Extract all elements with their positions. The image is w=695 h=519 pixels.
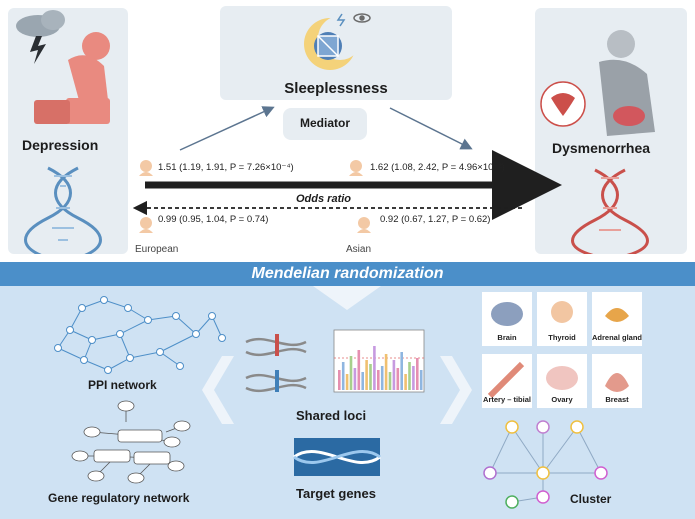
locus-bar — [408, 362, 411, 390]
target-genes-label: Target genes — [296, 486, 376, 501]
shared-loci-label: Shared loci — [296, 408, 367, 423]
ovary-icon — [546, 366, 578, 390]
sleepless-person-icon — [314, 32, 342, 60]
asia-forward-stat: 1.62 (1.08, 2.42, P = 4.96×10⁻²) — [370, 162, 505, 173]
asian-label: Asian — [346, 244, 372, 255]
gene-regulatory-network-graph — [71, 400, 191, 484]
lightning-icon — [336, 13, 346, 27]
europe-forward-stat: 1.51 (1.19, 1.91, P = 7.26×10⁻⁴) — [158, 162, 294, 173]
locus-bar — [392, 360, 396, 390]
tissue-label-breast: Breast — [605, 395, 629, 404]
locus-bar — [384, 354, 388, 390]
storm-cloud-icon — [16, 10, 65, 64]
artery-icon — [487, 361, 525, 399]
target-genes-icon — [293, 438, 381, 476]
shared-loci-plot — [333, 329, 425, 393]
eye-icon — [353, 13, 371, 23]
arrows-layer — [132, 106, 562, 233]
gene-regulatory-network-label: Gene regulatory network — [48, 491, 190, 505]
locus-bar — [357, 350, 361, 390]
european-avatar-icon — [139, 160, 153, 233]
odds-ratio-label: Odds ratio — [296, 193, 352, 205]
locus-bar — [338, 370, 341, 390]
european-label: European — [135, 244, 179, 255]
locus-bar — [388, 372, 392, 390]
depression-illustration — [16, 10, 110, 254]
exposure-to-mediator-arrow — [179, 106, 275, 151]
asia-reverse-stat: 0.92 (0.67, 1.27, P = 0.62) — [380, 214, 491, 225]
locus-bar — [412, 366, 415, 390]
locus-bar — [345, 374, 349, 390]
tissue-label-brain: Brain — [497, 333, 517, 342]
tissue-label-adrenal: Adrenal gland — [591, 333, 642, 342]
tissue-grid — [482, 292, 642, 408]
locus-bar — [380, 366, 384, 390]
asian-avatar-icon — [349, 160, 371, 233]
dysmenorrhea-label: Dysmenorrhea — [552, 140, 651, 156]
mediator-label: Mediator — [299, 116, 350, 130]
locus-bar — [361, 372, 364, 390]
dna-loci-icon — [245, 334, 307, 393]
uterus-icon — [540, 81, 586, 127]
woman-pain-icon — [599, 30, 655, 136]
depression-label: Depression — [22, 137, 99, 153]
locus-bar — [341, 362, 345, 390]
cluster-label: Cluster — [570, 492, 612, 506]
lower-panel: PPI network Gene regulatory network Shar… — [0, 286, 695, 519]
mr-band: Mendelian randomization — [0, 262, 695, 286]
locus-bar — [396, 368, 400, 390]
dna-helix-red-icon — [571, 168, 649, 254]
brain-icon — [491, 302, 523, 326]
tissue-label-thyroid: Thyroid — [548, 333, 576, 342]
locus-bar — [349, 356, 353, 390]
locus-bar — [377, 370, 380, 390]
thyroid-icon — [551, 301, 573, 323]
europe-reverse-stat: 0.99 (0.95, 1.04, P = 0.74) — [158, 214, 269, 225]
dysmenorrhea-illustration — [540, 30, 655, 254]
locus-bar — [404, 374, 407, 390]
locus-bar — [400, 352, 403, 390]
mediator-box — [283, 108, 367, 140]
dna-helix-icon — [24, 166, 102, 254]
lower-graphics — [54, 286, 642, 509]
ppi-network-graph — [54, 296, 226, 374]
chevron-left-icon — [202, 356, 234, 424]
locus-bar — [416, 358, 419, 390]
mediator-to-outcome-arrow — [389, 107, 473, 150]
chevron-down-icon — [313, 286, 381, 310]
tissue-label-ovary: Ovary — [551, 395, 573, 404]
sleeplessness-label: Sleeplessness — [284, 80, 388, 97]
locus-bar — [373, 346, 376, 390]
tissue-label-artery: Artery – tibial — [483, 395, 531, 404]
locus-bar — [353, 368, 357, 390]
ppi-network-label: PPI network — [88, 378, 157, 392]
locus-bar — [369, 364, 372, 390]
breast-icon — [605, 373, 629, 392]
locus-bar — [419, 370, 423, 390]
sad-person-icon — [34, 32, 110, 124]
mr-title: Mendelian randomization — [251, 265, 444, 282]
sleepless-illustration — [304, 13, 371, 70]
adrenal-gland-icon — [605, 308, 629, 322]
chevron-right-icon — [440, 356, 472, 424]
upper-panel: Depression Sleeplessness Mediato — [8, 6, 687, 255]
locus-bar — [365, 360, 368, 390]
